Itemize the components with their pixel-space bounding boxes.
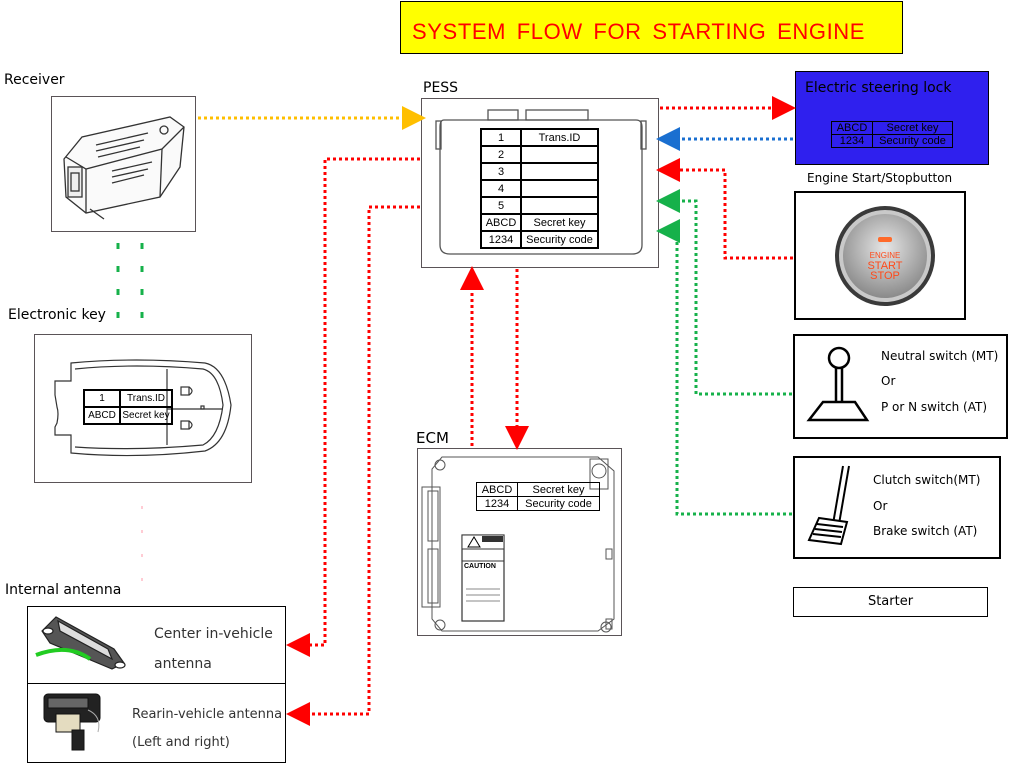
neutral-switch-line-3: P or N switch (AT)	[881, 400, 988, 414]
smart-key-fob-icon	[54, 359, 232, 457]
neutral-switch-box: Neutral switch (MT) Or P or N switch (AT…	[793, 334, 1008, 439]
table-row: 1 Trans.ID	[83, 389, 173, 408]
pess-module-outline	[435, 109, 647, 255]
caution-text: CAUTION	[464, 563, 496, 570]
electronic-key-label: Electronic key	[8, 307, 106, 323]
engine-start-stop-button-icon	[835, 206, 935, 306]
table-row: 3	[480, 162, 599, 181]
internal-antenna-label: Internal antenna	[5, 582, 122, 598]
pess-to-rear-antenna-line	[286, 205, 420, 726]
ecm-module-outline	[421, 456, 615, 633]
starter-label: Starter	[867, 594, 914, 609]
table-row: 4	[480, 179, 599, 198]
steering-lock-label: Electric steering lock	[805, 80, 952, 96]
starter-box: Starter	[793, 587, 988, 617]
neutral-switch-to-pess-line	[656, 189, 792, 396]
electronic-key-table: 1 Trans.ID ABCD Secret key	[83, 389, 173, 425]
clutch-switch-line-2: Or	[873, 499, 888, 513]
receiver-box	[51, 96, 196, 232]
table-row: 5	[480, 196, 599, 215]
start-button-box: ENGINE START STOP	[794, 191, 966, 320]
caution-label-icon	[461, 534, 505, 622]
center-antenna-cell: Center in-vehicle antenna	[28, 607, 285, 684]
table-row: 2	[480, 145, 599, 164]
ecm-label: ECM	[416, 429, 449, 447]
diagram-title: SYSTEM FLOW FOR STARTING ENGINE	[412, 19, 866, 44]
start-button-label: Engine Start/Stopbutton	[807, 171, 953, 185]
neutral-switch-line-2: Or	[881, 374, 896, 388]
gear-shifter-icon	[806, 346, 870, 422]
center-antenna-line-1: Center in-vehicle	[154, 626, 273, 642]
start-button-to-pess-line	[656, 158, 793, 260]
clutch-switch-line-1: Clutch switch(MT)	[873, 473, 981, 487]
clutch-switch-to-pess-line	[656, 219, 792, 516]
center-antenna-icon	[35, 616, 126, 670]
pedal-icon	[807, 465, 850, 546]
key-receiver-wireless-link	[116, 243, 144, 325]
electronic-key-box: 1 Trans.ID ABCD Secret key	[34, 334, 252, 483]
internal-antenna-box: Center in-vehicle antenna Rearin-vehicle…	[27, 606, 286, 763]
table-row: ABCD Secret key	[83, 406, 173, 425]
title-banner: SYSTEM FLOW FOR STARTING ENGINE	[400, 1, 903, 54]
pess-label: PESS	[423, 80, 459, 96]
rear-antenna-icon	[43, 693, 101, 751]
receiver-module-icon	[63, 116, 185, 220]
clutch-switch-line-3: Brake switch (AT)	[873, 524, 978, 538]
center-antenna-line-2: antenna	[154, 656, 212, 672]
pess-to-center-antenna-line	[286, 157, 420, 657]
neutral-switch-line-1: Neutral switch (MT)	[881, 349, 999, 363]
clutch-switch-box: Clutch switch(MT) Or Brake switch (AT)	[793, 456, 1001, 559]
rear-antenna-cell: Rearin-vehicle antenna (Left and right)	[28, 684, 285, 762]
start-button-text: ENGINE START STOP	[867, 251, 903, 282]
receiver-label: Receiver	[4, 72, 65, 88]
rear-antenna-line-1: Rearin-vehicle antenna	[132, 707, 283, 722]
rear-antenna-line-2: (Left and right)	[132, 735, 230, 750]
